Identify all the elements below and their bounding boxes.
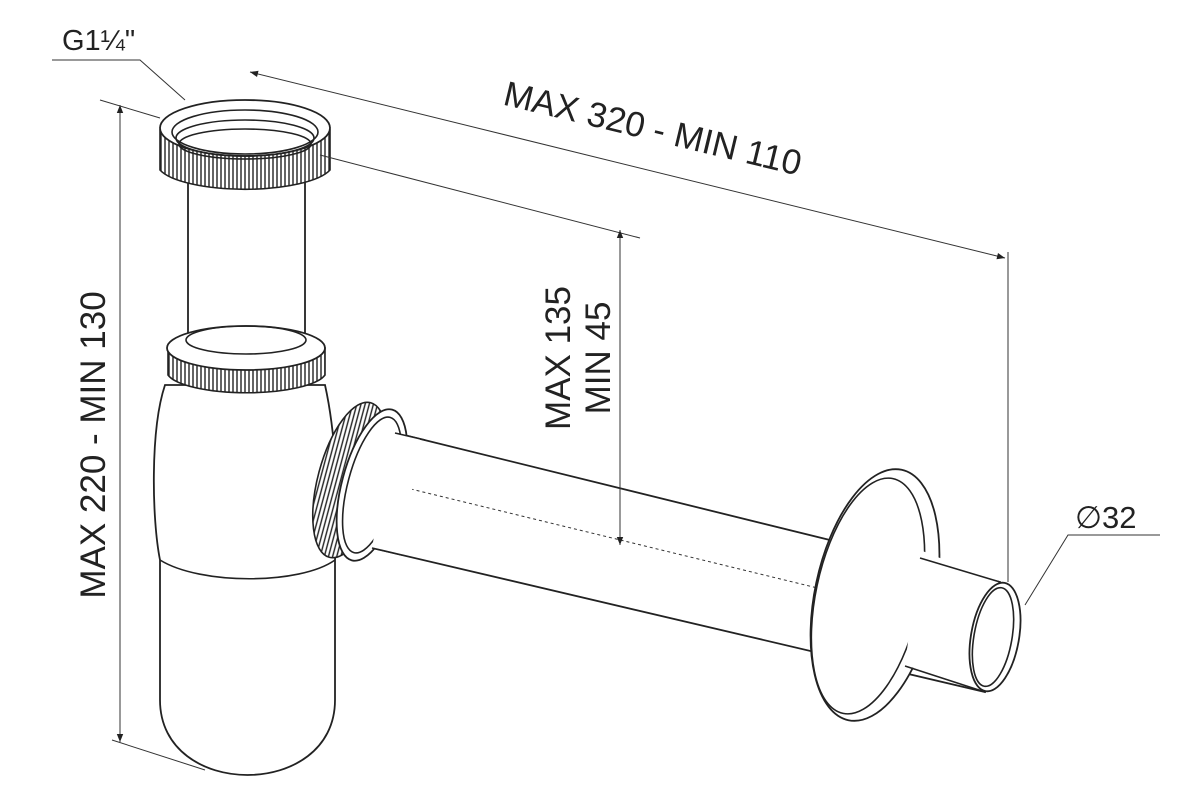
offset-max-label: MAX 135 [539, 286, 578, 430]
length-label: MAX 320 - MIN 110 [500, 74, 805, 183]
inlet-tube [159, 99, 331, 394]
height-label: MAX 220 - MIN 130 [74, 291, 113, 598]
dimensions [52, 59, 1160, 771]
trap-body [152, 384, 426, 776]
outlet-pipe [229, 430, 1022, 722]
center-line [229, 444, 991, 631]
diameter-label: ∅32 [1075, 500, 1137, 535]
pipe-end [968, 581, 1022, 693]
thread-label: G1¼" [62, 25, 135, 57]
offset-min-label: MIN 45 [579, 302, 618, 415]
